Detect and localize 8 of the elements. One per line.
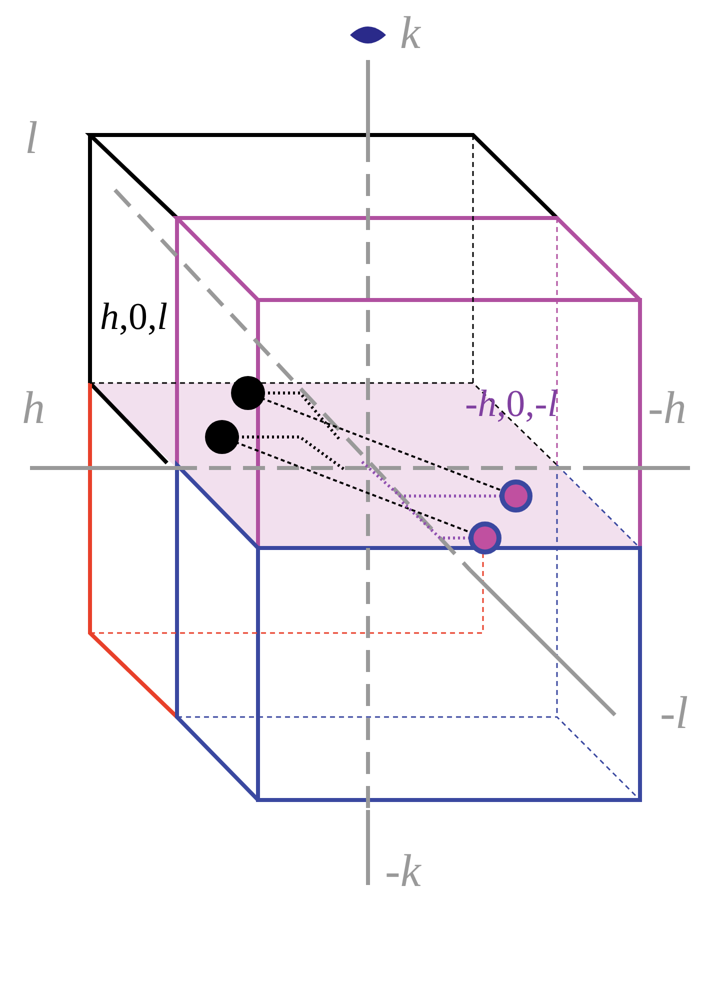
axis-label: h bbox=[22, 385, 45, 431]
axis-label: -k bbox=[385, 848, 421, 894]
axis-label: -l bbox=[660, 690, 688, 736]
point-label: h,0,l bbox=[100, 298, 168, 336]
axis-label: k bbox=[400, 10, 420, 56]
axis-label: -h bbox=[648, 385, 686, 431]
point-label: -h,0,-l bbox=[465, 385, 558, 423]
axis-label: l bbox=[25, 115, 38, 161]
